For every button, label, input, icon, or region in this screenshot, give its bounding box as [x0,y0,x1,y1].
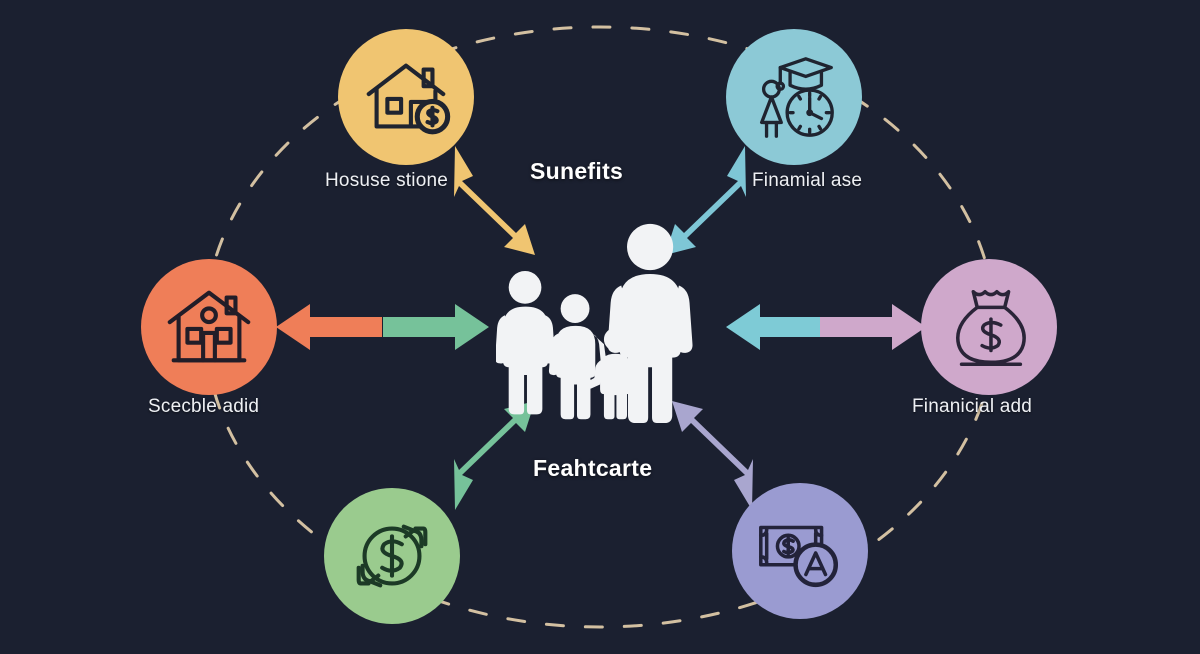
flow-label-benefits: Sunefits [530,158,624,184]
node-circle-house-ownership [338,29,474,165]
family-silhouette-icon [496,223,693,424]
node-label-social-aid: Scecble adid [148,396,260,417]
node-label-house-ownership: Hosuse stione [325,170,449,191]
node-label-financial-aid: Finanicial add [912,396,1033,417]
node-label-education-time: Finamial ase [752,170,863,191]
double-arrow-house [454,146,535,255]
flow-label-healthcare: Feahtcarte [533,455,653,481]
node-social-aid[interactable] [141,259,277,395]
double-arrow-cash [454,401,535,510]
node-circle-social-aid [141,259,277,395]
family-group[interactable] [495,223,693,424]
arrow-left-to-center-right [726,304,832,350]
node-currency-translate[interactable] [732,483,868,619]
arrow-right-financial-aid [820,304,926,350]
node-education-time[interactable] [726,29,862,165]
double-arrow-currency [672,401,753,510]
node-cash-exchange[interactable] [324,488,460,624]
node-financial-aid[interactable] [921,259,1057,395]
node-house-ownership[interactable] [338,29,474,165]
arrow-left-social-aid [276,304,382,350]
arrow-right-to-center-left [383,304,489,350]
double-arrow-education [665,146,746,255]
node-circle-financial-aid [921,259,1057,395]
